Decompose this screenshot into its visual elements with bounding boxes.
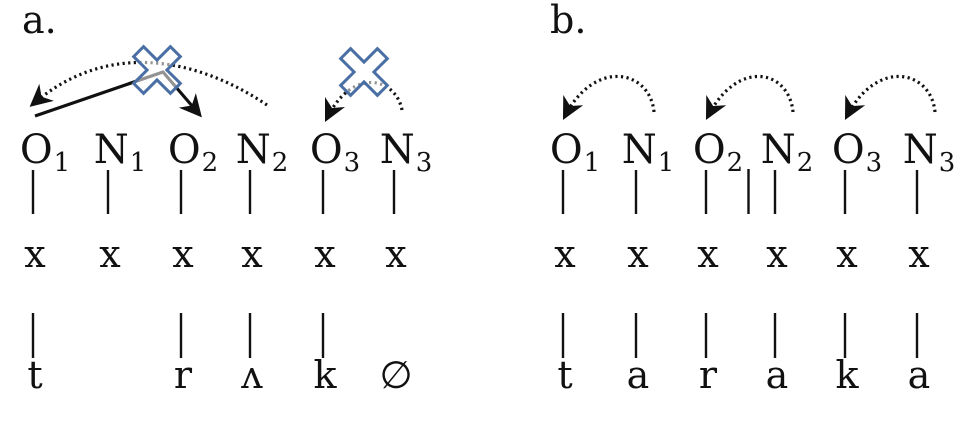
panel-b-segment: a — [766, 353, 789, 397]
panel-a-skeleton-x: x — [99, 232, 120, 276]
panel-a-segment: ʌ — [240, 353, 263, 397]
panel-a-segment: k — [313, 353, 337, 397]
panel-b-segment: a — [908, 353, 931, 397]
panel-a-skeleton-x: x — [385, 232, 406, 276]
panel-a-node-n3: N3 — [380, 127, 433, 178]
panel-b-arrow-1 — [705, 74, 795, 120]
panel-b-node-n1: N1 — [622, 127, 675, 178]
panel-b-skeleton-x: x — [766, 232, 787, 276]
panel-a-node-n2: N2 — [236, 127, 289, 178]
panel-a-node-n1: N1 — [94, 127, 147, 178]
panel-a-skeleton-x: x — [241, 232, 262, 276]
panel-b-skeleton-x: x — [908, 232, 929, 276]
panel-b-arrow-2 — [844, 74, 937, 120]
panel-b-node-o3: O3 — [832, 127, 882, 178]
panel-a-segment: r — [174, 353, 193, 397]
panel-a-node-o3: O3 — [310, 127, 360, 178]
panel-a-segment: t — [27, 353, 42, 397]
panel-b-arrow-0 — [562, 74, 656, 120]
panel-a-block-cross-1 — [131, 44, 183, 96]
panel-b-segment: a — [627, 353, 650, 397]
panel-b-node-n3: N3 — [903, 127, 956, 178]
panel-b-skeleton-x: x — [554, 232, 575, 276]
panel-b-node-o1: O1 — [550, 127, 600, 178]
panel-a-skeleton-x: x — [314, 232, 335, 276]
panel-a-node-o1: O1 — [20, 127, 70, 178]
panel-b-segment: r — [699, 353, 718, 397]
panel-b-node-o2: O2 — [693, 127, 743, 178]
panel-b-skeleton-x: x — [836, 232, 857, 276]
panel-a-skeleton-x: x — [172, 232, 193, 276]
panel-a-node-o2: O2 — [168, 127, 218, 178]
panel-b-skeleton-x: x — [697, 232, 718, 276]
panel-b-segment: t — [557, 353, 572, 397]
panel-a-label: a. — [22, 0, 57, 42]
panel-a-arrow-2 — [324, 80, 404, 123]
panel-a-segment: ∅ — [379, 353, 412, 397]
panel-b-label: b. — [550, 0, 586, 42]
panel-b-skeleton-x: x — [627, 232, 648, 276]
panel-b-segment: k — [835, 353, 859, 397]
panel-a-skeleton-x: x — [24, 232, 45, 276]
panel-a-block-cross-2 — [338, 46, 390, 98]
panel-b-node-n2: N2 — [761, 127, 814, 178]
